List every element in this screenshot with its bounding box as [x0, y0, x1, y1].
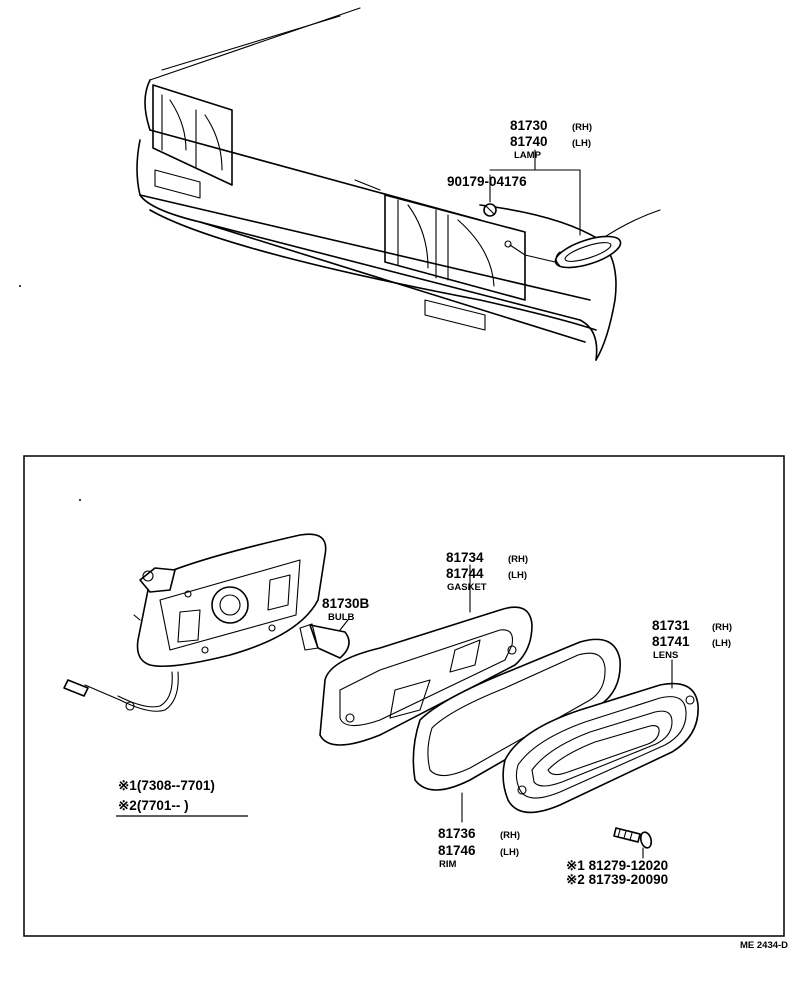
rim-part-rh: 81736	[438, 826, 476, 841]
lamp-socket-housing	[63, 533, 327, 712]
bulb-illustration	[299, 619, 350, 659]
lamp-label: LAMP	[514, 150, 542, 161]
rim-label: RIM	[439, 859, 457, 870]
lens-illustration	[502, 659, 699, 814]
lamp-part-rh: 81730	[510, 118, 548, 133]
lens-part-lh: 81741	[652, 634, 690, 649]
lens-label: LENS	[653, 650, 678, 661]
lamp-part-lh: 81740	[510, 134, 548, 149]
nut-part: 90179-04176	[447, 174, 527, 189]
screw-part-1: ※1 81279-12020	[566, 858, 668, 873]
screw-part-2: ※2 81739-20090	[566, 872, 668, 887]
car-front-illustration	[136, 7, 661, 361]
gasket-label: GASKET	[447, 582, 487, 593]
lamp-side-lh: (LH)	[572, 138, 591, 149]
speck	[79, 499, 81, 501]
bulb-part: 81730B	[322, 596, 370, 611]
gasket-side-rh: (RH)	[508, 554, 528, 565]
lens-side-rh: (RH)	[712, 622, 732, 633]
figure-code: ME 2434-D	[740, 940, 788, 951]
rim-side-lh: (LH)	[500, 847, 519, 858]
bulb-label: BULB	[328, 612, 355, 623]
lamp-side-rh: (RH)	[572, 122, 592, 133]
lens-part-rh: 81731	[652, 618, 690, 633]
legend-line-2: ※2(7701-- )	[118, 798, 189, 813]
lens-side-lh: (LH)	[712, 638, 731, 649]
rim-part-lh: 81746	[438, 843, 476, 858]
gasket-part-rh: 81734	[446, 550, 484, 565]
legend-line-1: ※1(7308--7701)	[118, 778, 215, 793]
detail-frame	[23, 455, 785, 937]
gasket-illustration	[319, 564, 533, 746]
gasket-side-lh: (LH)	[508, 570, 527, 581]
speck	[19, 285, 21, 287]
screw-illustration	[613, 827, 653, 859]
gasket-part-lh: 81744	[446, 566, 484, 581]
rim-side-rh: (RH)	[500, 830, 520, 841]
rim-illustration	[412, 638, 621, 823]
